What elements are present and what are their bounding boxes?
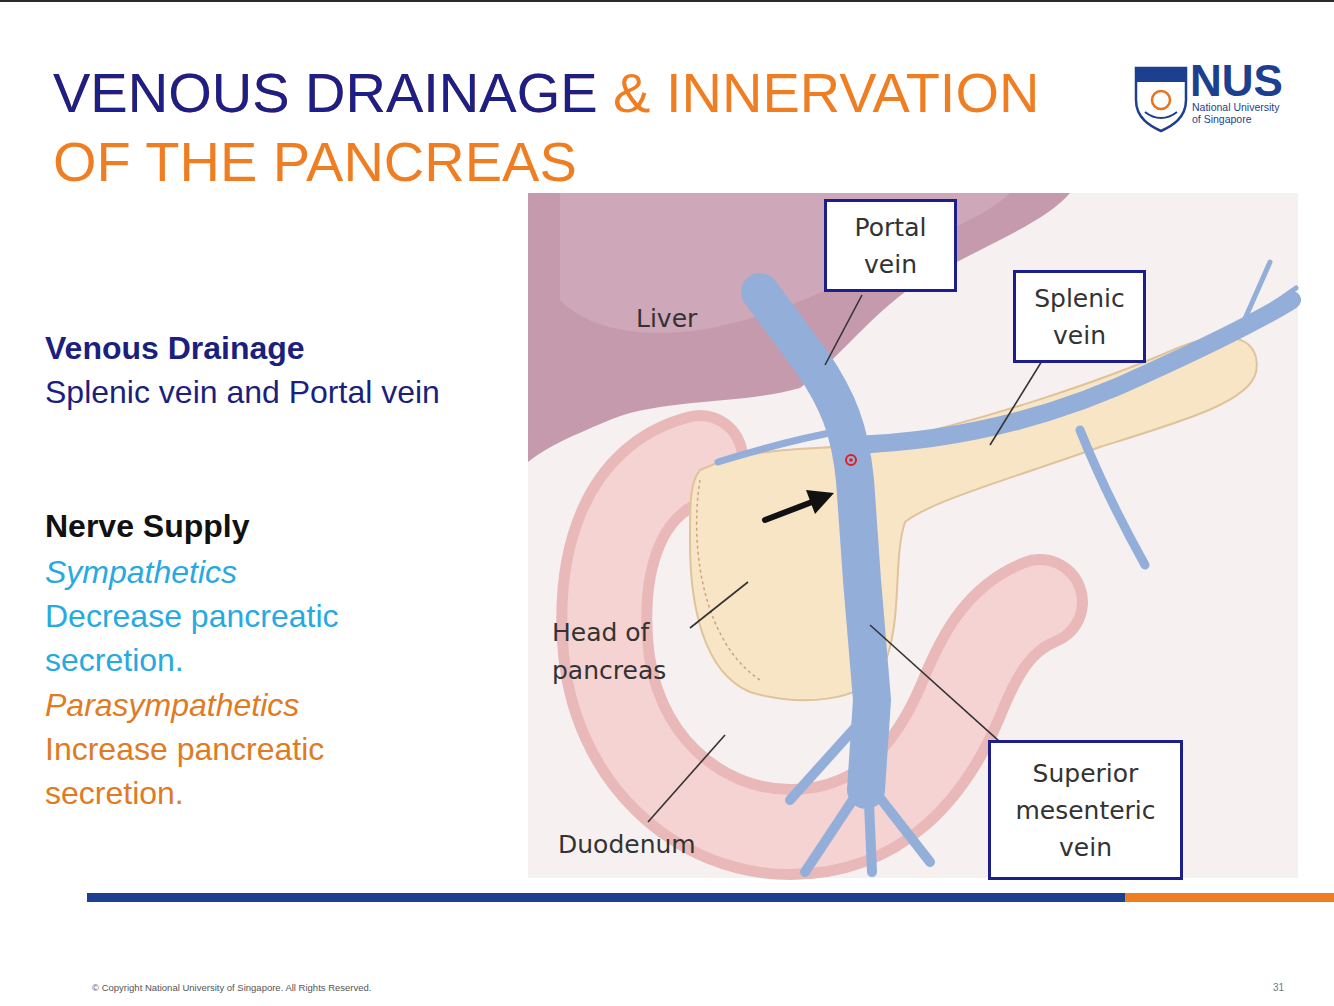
pointer-arrowhead [806, 490, 834, 514]
section-heading: Nerve Supply [45, 506, 250, 546]
cursor-dot [849, 458, 853, 462]
subheading: Parasympathetics [45, 683, 299, 727]
vein-branch [1240, 262, 1296, 330]
part-label: Liver [636, 302, 697, 336]
leader-line [825, 295, 862, 365]
crest-ribbon [1145, 112, 1177, 118]
footer-bar-orange [1125, 893, 1334, 902]
callout-box: Splenic vein [1013, 270, 1146, 363]
part-label: Duodenum [558, 829, 696, 861]
copyright-note: © Copyright National University of Singa… [92, 982, 371, 994]
pointer-arrow [765, 502, 812, 520]
crest-emblem [1152, 91, 1170, 109]
cursor-dot [846, 455, 856, 465]
callout-text: Superior mesenteric vein [999, 755, 1172, 866]
leader-line [648, 735, 725, 822]
leader-line [690, 582, 748, 628]
mesenteric-branches [790, 720, 930, 872]
slide-title: VENOUS DRAINAGE & INNERVATION OF THE PAN… [53, 58, 1058, 196]
logo-subtitle: National University of Singapore [1192, 101, 1288, 125]
subheading: Sympathetics [45, 550, 237, 594]
portal-vein [760, 292, 872, 790]
crest-shield [1136, 68, 1186, 131]
callout-box: Portal vein [824, 199, 957, 292]
pancreas [690, 337, 1257, 700]
body-text: Splenic vein and Portal vein [45, 372, 440, 412]
vein-branch [718, 430, 845, 462]
part-label: Head of pancreas [552, 614, 684, 690]
pancreas-outline [697, 480, 760, 680]
body-text: Decrease pancreatic secretion. [45, 594, 405, 682]
logo-wordmark: NUS [1190, 58, 1283, 104]
nus-crest [1136, 68, 1186, 131]
callout-text: Portal vein [835, 209, 946, 283]
vein-branch [1080, 430, 1145, 565]
top-rule [0, 0, 1334, 2]
callout-text: Splenic vein [1024, 280, 1135, 354]
crest-band [1136, 68, 1186, 82]
footer-bar-blue [87, 893, 1125, 902]
body-text: Increase pancreatic secretion. [45, 727, 405, 815]
callout-box: Superior mesenteric vein [988, 740, 1183, 880]
section-heading: Venous Drainage [45, 328, 305, 368]
page-number: 31 [1273, 982, 1284, 994]
